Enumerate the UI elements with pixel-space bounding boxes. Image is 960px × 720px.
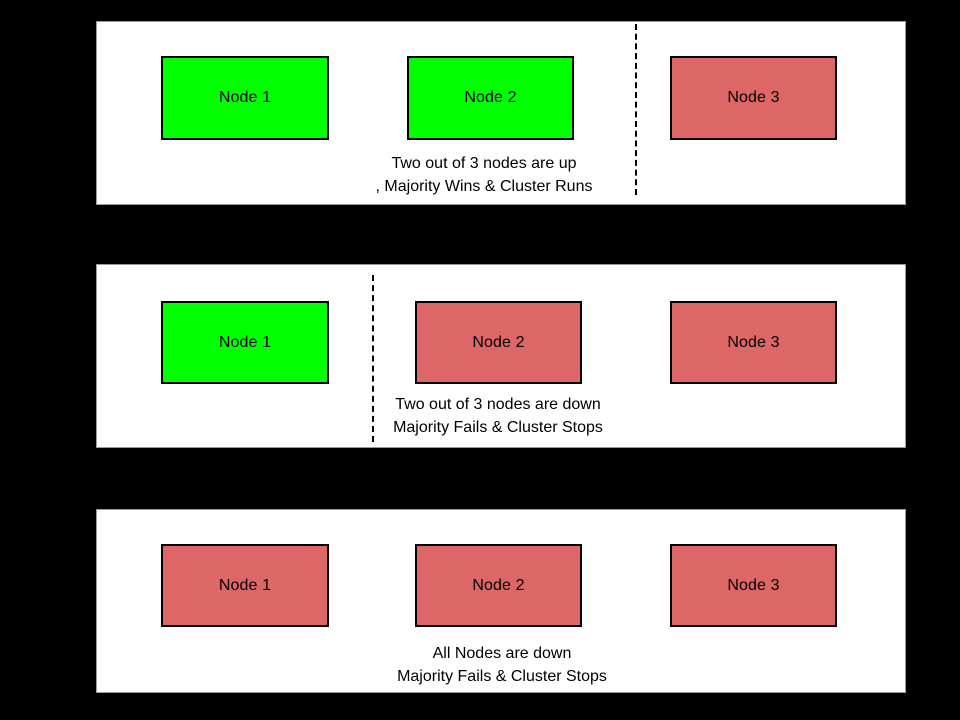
- panel-2-node-3-box[interactable]: Node 3: [670, 301, 837, 384]
- node-label: Node 3: [727, 576, 780, 594]
- panel-2-node-2-box[interactable]: Node 2: [415, 301, 582, 384]
- caption-line-2: , Majority Wins & Cluster Runs: [375, 178, 593, 195]
- node-label: Node 2: [464, 89, 517, 106]
- caption-line-1: Two out of 3 nodes are down: [395, 396, 601, 413]
- node-label: Node 2: [472, 333, 525, 351]
- node-label: Node 1: [218, 333, 272, 351]
- panel-3-caption: All Nodes are down Majority Fails & Clus…: [97, 642, 907, 688]
- panel-1-node-1-box[interactable]: Node 1: [161, 56, 329, 140]
- panel-1-node-3-box[interactable]: Node 3: [670, 56, 837, 140]
- panel-2-quorum-divider: [372, 275, 374, 442]
- panel-2-node-1-box[interactable]: Node 1: [161, 301, 329, 384]
- panel-1-caption: Two out of 3 nodes are up , Majority Win…: [97, 152, 907, 198]
- panel-3-node-3-box[interactable]: Node 3: [670, 544, 837, 627]
- node-label: Node 2: [472, 576, 525, 594]
- panel-3-node-1-box[interactable]: Node 1: [161, 544, 329, 627]
- scenario-panel-3: Node 1 Node 2 Node 3 All Nodes are down …: [96, 509, 906, 693]
- node-label: Node 1: [218, 576, 272, 594]
- node-label: Node 3: [727, 89, 780, 106]
- panel-3-node-2-box[interactable]: Node 2: [415, 544, 582, 627]
- panel-2-caption: Two out of 3 nodes are down Majority Fai…: [97, 393, 907, 439]
- caption-line-1: All Nodes are down: [432, 645, 572, 662]
- caption-line-1: Two out of 3 nodes are up: [391, 155, 577, 172]
- caption-line-2: Majority Fails & Cluster Stops: [397, 668, 607, 685]
- scenario-panel-1: Node 1 Node 2 Node 3 Two out of 3 nodes …: [96, 21, 906, 205]
- panel-1-quorum-divider: [635, 24, 637, 195]
- node-label: Node 1: [218, 89, 272, 106]
- scenario-panel-2: Node 1 Node 2 Node 3 Two out of 3 nodes …: [96, 264, 906, 448]
- node-label: Node 3: [727, 333, 780, 351]
- panel-1-node-2-box[interactable]: Node 2: [407, 56, 574, 140]
- caption-line-2: Majority Fails & Cluster Stops: [393, 419, 603, 436]
